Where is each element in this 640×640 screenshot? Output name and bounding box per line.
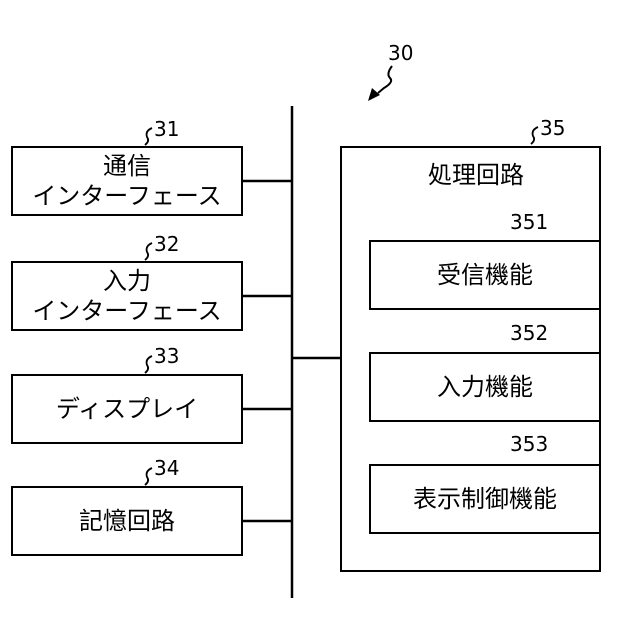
block-line: 通信 — [103, 151, 151, 181]
ref-353: 353 — [510, 433, 548, 455]
block-line: ディスプレイ — [56, 394, 198, 424]
ref-32: 32 — [154, 233, 179, 255]
processing-circuit-title: 処理回路 — [428, 160, 524, 190]
leader-31 — [145, 128, 152, 145]
receive-function-block: 受信機能 — [369, 240, 601, 310]
display-block: ディスプレイ — [11, 374, 243, 444]
ref-31: 31 — [154, 118, 179, 140]
block-line: インターフェース — [32, 296, 221, 326]
figure-ref-label: 30 — [388, 42, 413, 64]
storage-circuit-block: 記憶回路 — [11, 486, 243, 556]
input-interface-block: 入力 インターフェース — [11, 261, 243, 331]
ref-352: 352 — [510, 322, 548, 344]
function-label: 入力機能 — [437, 372, 533, 402]
figure-arrow — [378, 66, 392, 93]
ref-33: 33 — [154, 345, 179, 367]
block-line: インターフェース — [32, 181, 221, 211]
ref-34: 34 — [154, 457, 179, 479]
figure-arrowhead — [368, 88, 380, 101]
communication-interface-block: 通信 インターフェース — [11, 146, 243, 216]
leader-33 — [145, 356, 152, 373]
function-label: 受信機能 — [437, 260, 533, 290]
ref-35: 35 — [540, 117, 565, 139]
block-line: 記憶回路 — [79, 506, 175, 536]
input-function-block: 入力機能 — [369, 352, 601, 422]
display-control-function-block: 表示制御機能 — [369, 464, 601, 534]
leader-34 — [145, 468, 152, 485]
ref-351: 351 — [510, 211, 548, 233]
function-label: 表示制御機能 — [413, 484, 557, 514]
block-line: 入力 — [103, 266, 151, 296]
leader-35 — [531, 127, 538, 144]
leader-32 — [145, 243, 152, 260]
